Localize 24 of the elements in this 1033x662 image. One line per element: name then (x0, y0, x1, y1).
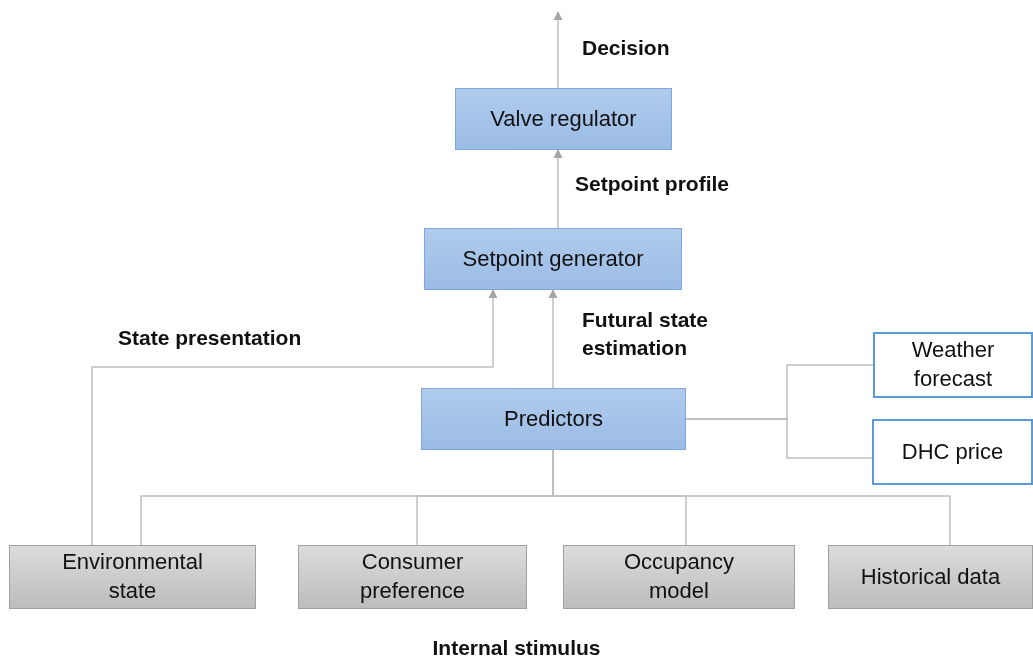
input-box (563, 545, 795, 609)
input-box (873, 332, 1033, 398)
process-box (455, 88, 672, 150)
node-label: DHC price (901, 437, 1004, 466)
input-box (872, 419, 1033, 485)
arrow (91, 289, 498, 546)
input-box (298, 545, 527, 609)
caption-label: Internal stimulus (432, 636, 601, 659)
input-box (9, 545, 256, 609)
process-box (424, 228, 682, 290)
node-label: Historical data (860, 562, 1001, 591)
node-label: Environmental state (61, 548, 204, 605)
node-label: Valve regulator (490, 104, 637, 133)
node-label: Predictors (503, 404, 603, 433)
process-box (421, 388, 686, 450)
node-label: Setpoint generator (462, 244, 644, 273)
arrow (553, 11, 563, 89)
input-box (828, 545, 1033, 609)
node-label: Weather forecast (910, 336, 996, 393)
node-label: Consumer preference (358, 548, 467, 605)
arrow (548, 289, 558, 389)
arrow (553, 149, 563, 229)
connector-line (685, 418, 873, 459)
node-label: Occupancy model (622, 548, 736, 605)
